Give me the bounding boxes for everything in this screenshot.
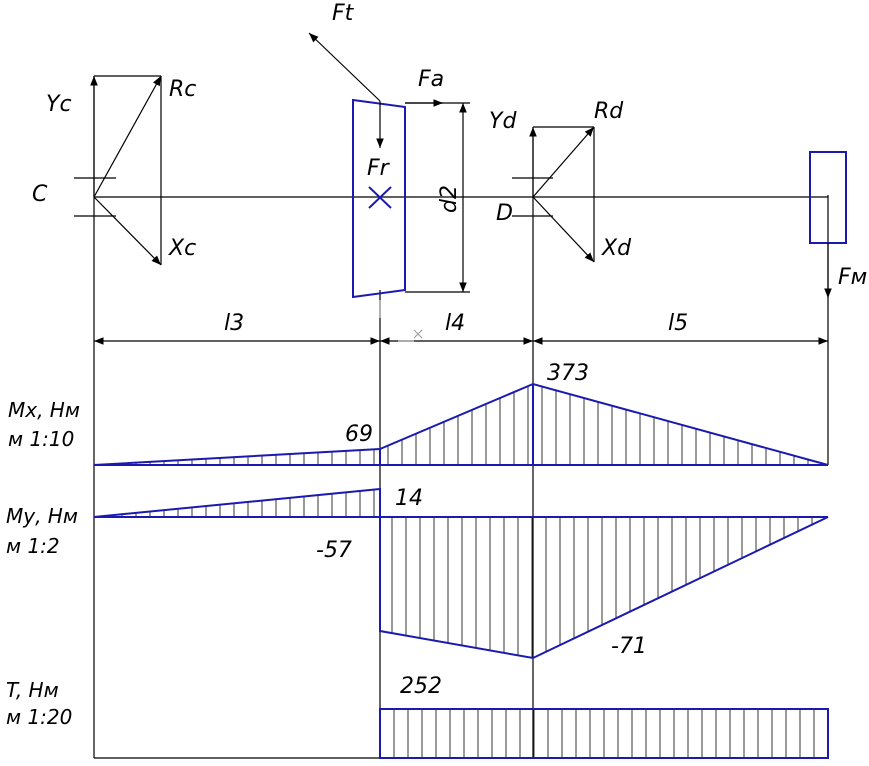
label-l5: l5: [668, 311, 688, 336]
label-rd: Rd: [594, 99, 624, 124]
mx-title: Mx, Нм: [8, 398, 80, 422]
gear-body: [352, 98, 406, 299]
label-fr: Fr: [367, 156, 391, 181]
mx-scale: м 1:10: [8, 427, 74, 451]
cursor-mark-x-b: [413, 329, 423, 339]
label-l3: l3: [224, 311, 244, 336]
mx-outline: [93, 382, 829, 466]
label-fm: Fм: [838, 265, 867, 290]
gear-cross-b: [368, 186, 392, 209]
ft-arrow: [308, 32, 381, 102]
t-hatching: [393, 709, 815, 758]
t-scale: м 1:20: [6, 705, 72, 729]
label-xc: Xc: [168, 236, 196, 261]
label-l4: l4: [445, 311, 465, 336]
label-support-c: C: [32, 182, 48, 207]
label-rc: Rc: [169, 77, 196, 102]
label-xd: Xd: [601, 236, 632, 261]
label-support-d: D: [496, 201, 513, 226]
xc-arrow: [93, 196, 162, 266]
rd-arrow: [532, 126, 595, 198]
xd-arrow: [532, 196, 595, 263]
label-ft: Ft: [332, 1, 355, 26]
mx-hatching: [135, 386, 809, 465]
my-value-minus-71: -71: [611, 634, 647, 659]
my-title: Mу, Нм: [6, 504, 78, 528]
t-title: T, Нм: [6, 678, 59, 702]
label-d2: d2: [437, 185, 462, 213]
my-value-minus-57: -57: [316, 538, 352, 563]
mx-value-373: 373: [547, 361, 589, 386]
mx-value-69: 69: [345, 422, 373, 447]
t-outline: [379, 708, 829, 759]
my-scale: м 1:2: [6, 534, 60, 558]
my-hatching: [121, 489, 813, 658]
label-yc: Yc: [46, 92, 72, 117]
rc-arrow: [93, 75, 162, 198]
label-fa: Fa: [418, 67, 444, 92]
my-value-14: 14: [395, 486, 423, 511]
my-outline: [93, 487, 829, 660]
t-value-252: 252: [400, 674, 442, 699]
label-yd: Yd: [489, 109, 517, 134]
